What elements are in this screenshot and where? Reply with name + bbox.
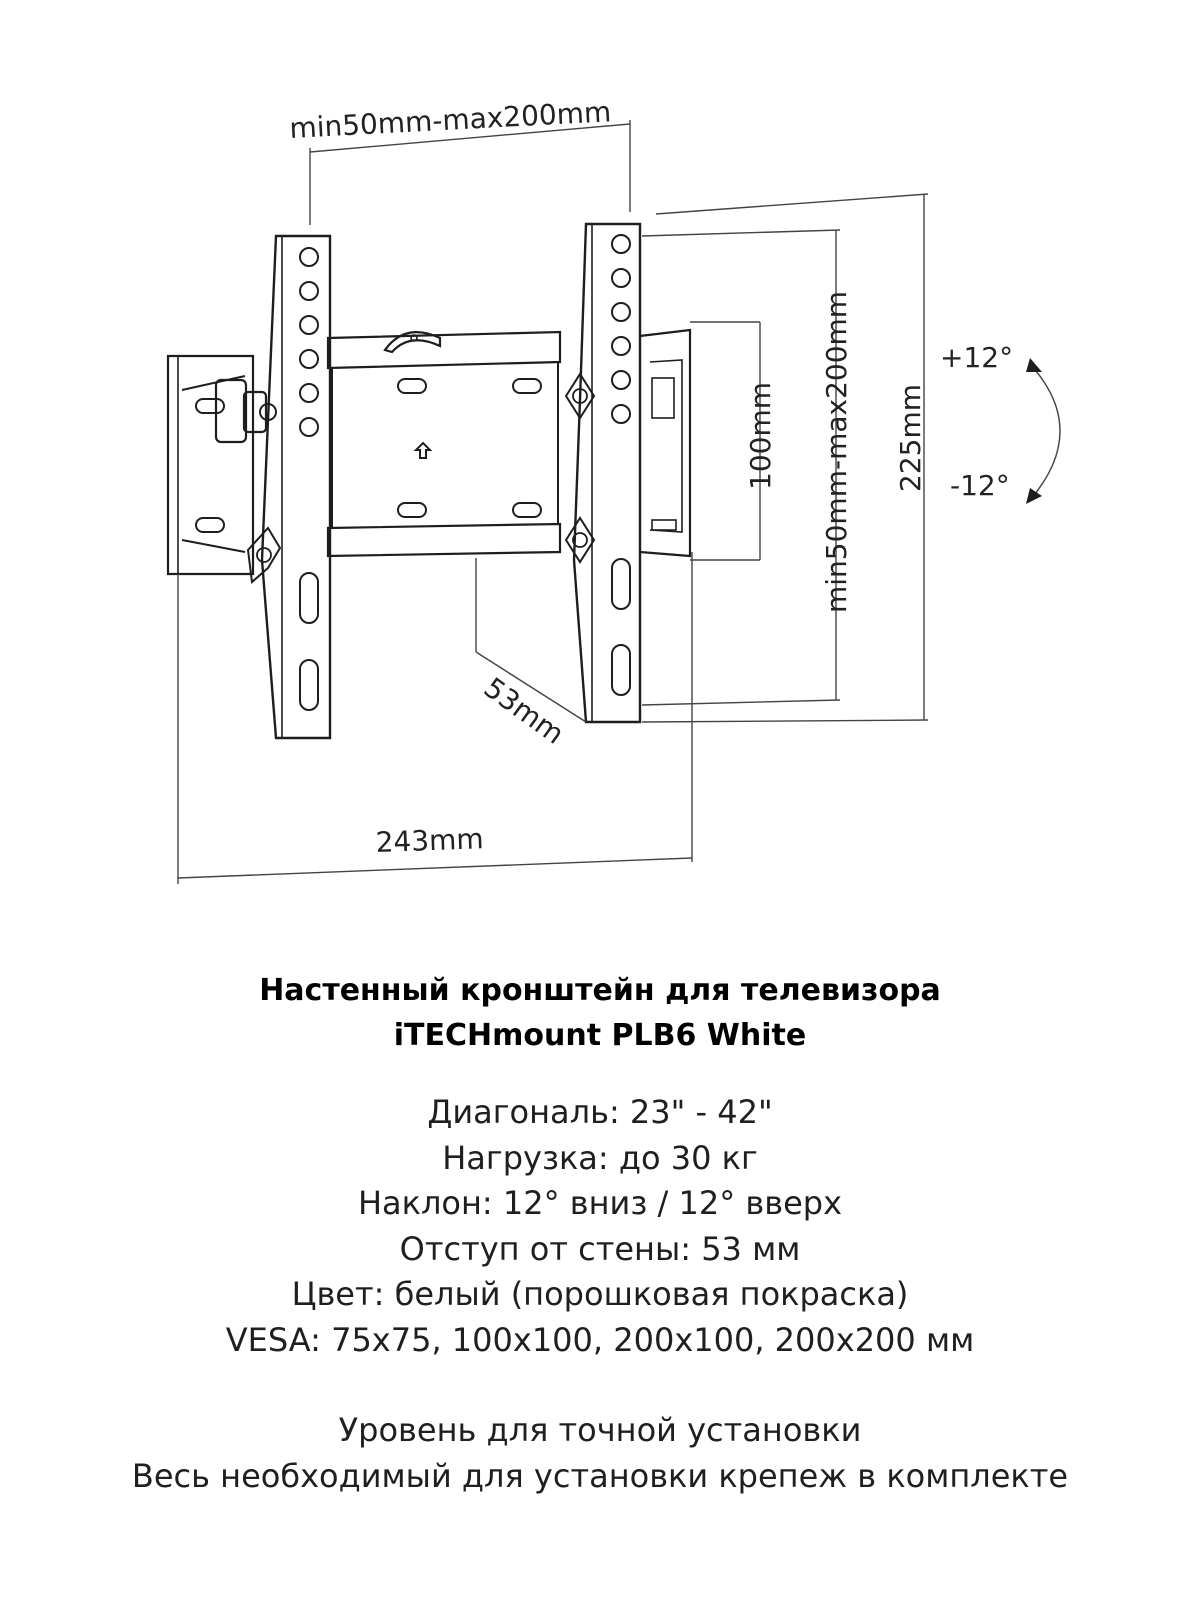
product-title: Настенный кронштейн для телевизора iTECH…: [0, 968, 1200, 1058]
vertical-range-dimension: min50mm-max200mm: [641, 229, 853, 706]
spec-list: Диагональ: 23" - 42" Нагрузка: до 30 кг …: [0, 1090, 1200, 1363]
cross-bars: [326, 330, 562, 558]
extras-list: Уровень для точной установки Весь необхо…: [0, 1408, 1200, 1499]
total-height-label: 225mm: [894, 384, 927, 492]
left-rail: [246, 234, 332, 740]
spec-diagonal: Диагональ: 23" - 42": [427, 1093, 773, 1131]
top-width-label: min50mm-max200mm: [289, 95, 612, 145]
tilt-up-label: +12°: [940, 341, 1013, 374]
wall-plate: [166, 328, 692, 576]
right-rail: [564, 222, 642, 724]
inner-height-label: 100mm: [744, 382, 777, 490]
total-height-dimension: 225mm: [641, 193, 929, 723]
spec-load: Нагрузка: до 30 кг: [442, 1138, 758, 1177]
spec-tilt: Наклон: 12° вниз / 12° вверх: [357, 1184, 843, 1222]
extra-level: Уровень для точной установки: [338, 1411, 862, 1449]
top-width-dimension: min50mm-max200mm: [289, 95, 631, 225]
extra-hardware: Весь необходимый для установки крепеж в …: [131, 1456, 1069, 1495]
title-line-1: Настенный кронштейн для телевизора: [259, 973, 941, 1008]
tilt-indicator: +12° -12°: [940, 341, 1061, 504]
tilt-down-label: -12°: [950, 469, 1010, 502]
vertical-range-label: min50mm-max200mm: [820, 291, 853, 613]
spec-wall-offset: Отступ от стены: 53 мм: [399, 1229, 801, 1268]
total-width-label: 243mm: [375, 822, 484, 859]
spec-color: Цвет: белый (порошковая покраска): [291, 1275, 909, 1313]
depth-dimension: 53mm: [475, 558, 587, 751]
bracket-diagram: min50mm-max200mm: [166, 95, 1061, 884]
total-width-dimension: 243mm: [177, 552, 693, 884]
spec-vesa: VESA: 75x75, 100x100, 200x100, 200x200 м…: [225, 1320, 975, 1359]
inner-height-dimension: 100mm: [690, 321, 777, 561]
title-line-2: iTECHmount PLB6 White: [393, 1018, 807, 1053]
